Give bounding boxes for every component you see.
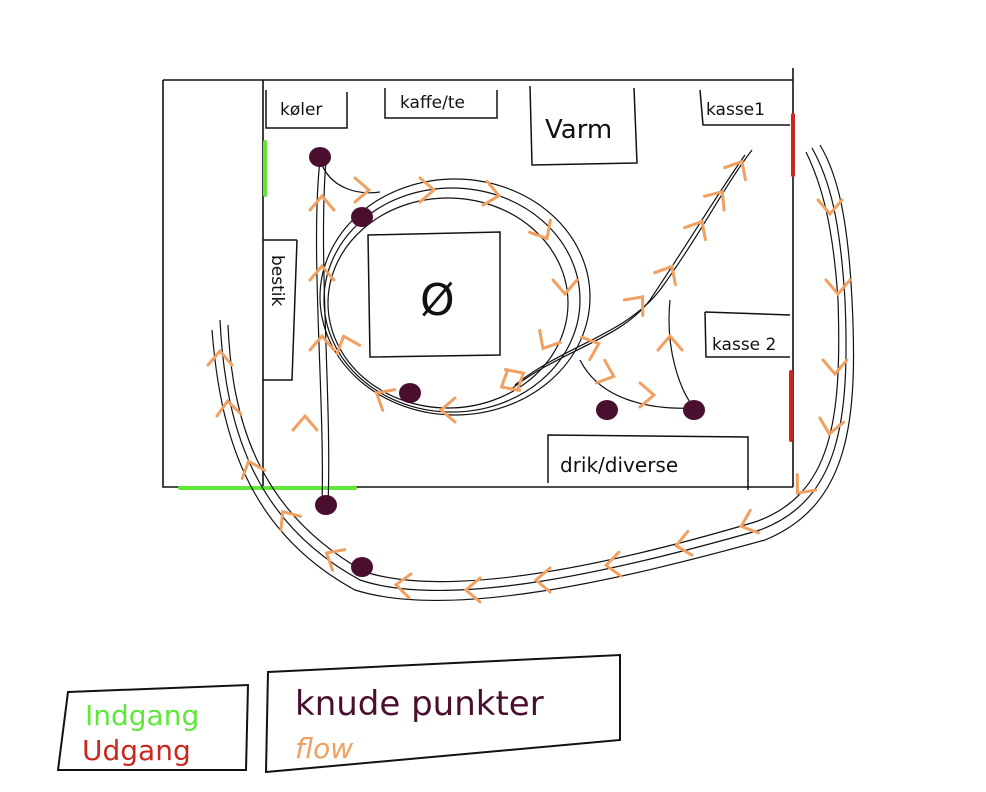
- path-line: [668, 299, 695, 409]
- cooler-box: [265, 90, 348, 129]
- path-line: [315, 159, 323, 506]
- coffee-box: [384, 88, 498, 119]
- flow-arrow: [638, 381, 657, 409]
- legend-box-nodes: [264, 653, 621, 774]
- flow-arrow: [374, 388, 397, 412]
- flow-arrow: [723, 159, 747, 182]
- flow-arrow: [824, 278, 852, 297]
- flow-arrow: [463, 576, 482, 604]
- stations: [263, 85, 791, 490]
- flow-arrow: [499, 368, 522, 392]
- room-walls: [162, 68, 794, 488]
- warm-box: [529, 85, 638, 166]
- flow-arrow: [324, 548, 347, 572]
- node-point: [351, 557, 373, 577]
- cooler-label: køler: [280, 100, 322, 120]
- flow-paths: [211, 144, 855, 602]
- node-point: [596, 400, 618, 420]
- flow-arrow: [594, 358, 616, 385]
- flow-arrows: [206, 159, 852, 604]
- doors: [178, 113, 795, 490]
- flow-arrow: [206, 348, 234, 367]
- flow-arrow: [481, 179, 502, 207]
- flow-arrow: [551, 278, 579, 297]
- outer-path-line: [227, 151, 840, 583]
- flow-arrow: [673, 529, 694, 557]
- flow-arrow: [308, 263, 336, 282]
- flow-arrow: [818, 416, 846, 437]
- flow-arrow: [503, 368, 526, 392]
- center-box: [367, 231, 501, 358]
- path-line: [579, 359, 695, 409]
- outer-path-line: [211, 144, 855, 602]
- cutlery-box: [263, 239, 298, 381]
- flow-arrow: [683, 219, 707, 242]
- register2-box: [704, 311, 791, 358]
- node-point: [309, 147, 331, 167]
- node-points: [309, 147, 705, 577]
- node-point: [315, 495, 337, 515]
- flow-arrow: [702, 189, 726, 212]
- flow-arrow: [656, 333, 684, 352]
- loop-line: [319, 178, 591, 416]
- flow-arrow: [538, 328, 562, 351]
- flow-arrow: [622, 295, 645, 317]
- register2-label: kasse 2: [712, 335, 776, 355]
- coffee-label: kaffe/te: [400, 93, 465, 113]
- legend-box-doors: [56, 683, 250, 771]
- flow-arrow: [308, 193, 336, 212]
- flow-arrow: [816, 198, 844, 217]
- flow-arrow: [353, 176, 372, 204]
- flow-arrow: [393, 572, 413, 600]
- flow-arrow: [291, 413, 319, 432]
- flow-arrow: [240, 459, 267, 481]
- flow-arrow: [438, 396, 457, 424]
- outer-wall: [162, 80, 793, 488]
- flow-arrow: [795, 473, 818, 495]
- node-point: [683, 400, 705, 420]
- flow-arrow: [215, 398, 243, 418]
- station-labels: køler kaffe/te Varm kasse1 bestik Ø kass…: [267, 93, 776, 477]
- drinks-box: [547, 434, 749, 490]
- flow-arrow: [335, 334, 362, 356]
- flow-arrow: [739, 508, 761, 535]
- cutlery-label: bestik: [267, 255, 287, 306]
- legend-nodes: knude punkter: [295, 684, 544, 724]
- flow-arrow: [579, 335, 601, 362]
- path-line: [319, 159, 381, 194]
- node-point: [351, 207, 373, 227]
- flow-arrow: [653, 264, 677, 287]
- flow-arrow: [279, 509, 303, 532]
- register1-box: [699, 89, 790, 126]
- warm-label: Varm: [545, 115, 612, 145]
- flow-arrow: [603, 550, 623, 578]
- flow-arrow: [821, 358, 849, 377]
- register1-label: kasse1: [706, 100, 765, 120]
- legend: [56, 653, 621, 774]
- flow-arrow: [418, 176, 437, 204]
- legend-entrance: Indgang: [85, 699, 199, 732]
- legend-flow: flow: [295, 732, 353, 765]
- center-label: Ø: [420, 275, 455, 326]
- path-line: [514, 149, 753, 386]
- node-point: [399, 383, 421, 403]
- drinks-label: drik/diverse: [560, 453, 678, 477]
- outer-path-line: [219, 147, 847, 592]
- path-line: [509, 154, 746, 391]
- flow-arrow: [533, 566, 552, 594]
- flow-arrow: [528, 218, 552, 241]
- loop-line: [323, 187, 581, 413]
- flow-arrow: [308, 333, 336, 352]
- loop-line: [327, 197, 569, 409]
- legend-exit: Udgang: [82, 734, 191, 767]
